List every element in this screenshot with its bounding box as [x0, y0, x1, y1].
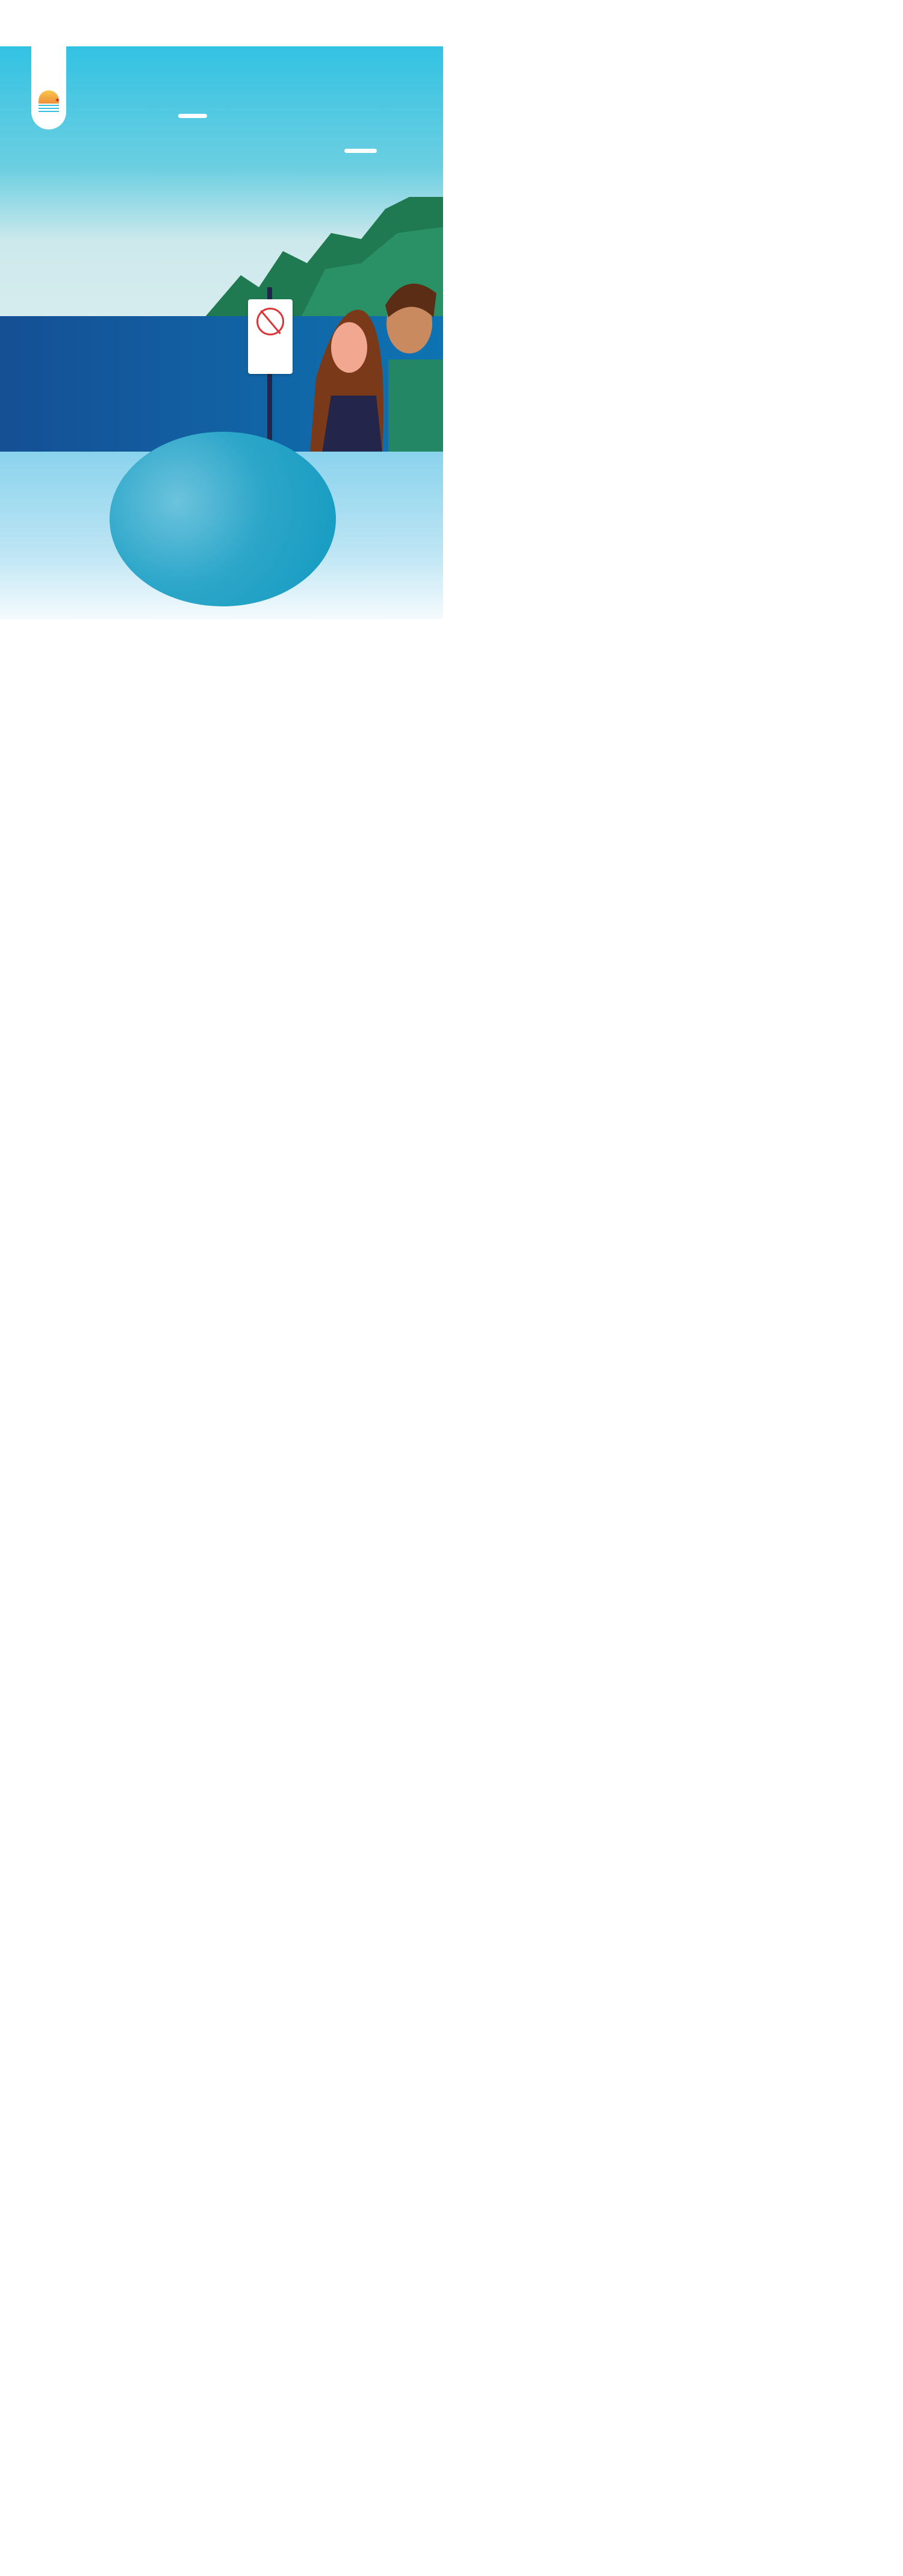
logo-tab [31, 46, 66, 129]
warning-sign [248, 299, 293, 374]
manitoba-section: ✦ [0, 0, 903, 620]
manitoba-left-panel: ✦ [0, 46, 443, 619]
sunset-logo-icon: ✦ [39, 90, 60, 114]
cloud-icon [344, 149, 377, 153]
people-illustration [310, 284, 443, 453]
hero: ✦ [0, 46, 443, 317]
no-swimming-icon [256, 308, 284, 335]
cloud-icon [178, 114, 207, 118]
